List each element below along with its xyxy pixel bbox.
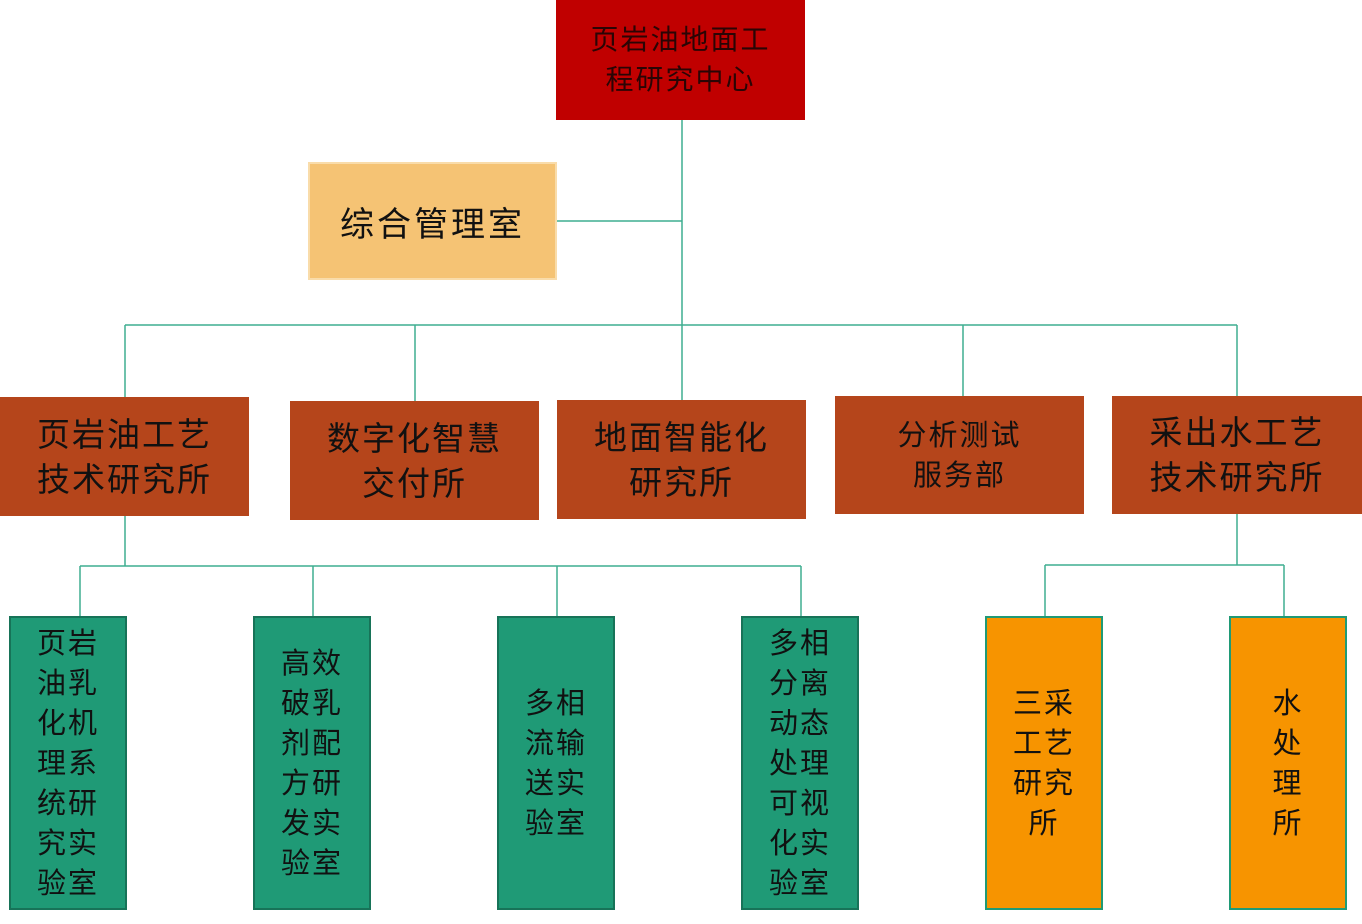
root-node: 页岩油地面工 程研究中心 [556, 0, 805, 120]
department-node: 采出水工艺 技术研究所 [1112, 396, 1362, 514]
department-node: 数字化智慧 交付所 [290, 401, 539, 520]
admin-office-node: 综合管理室 [308, 162, 557, 280]
lab-node: 多相 流输 送实 验室 [497, 616, 615, 910]
department-node: 页岩油工艺 技术研究所 [0, 397, 249, 516]
water-unit-node: 三采 工艺 研究 所 [985, 616, 1103, 910]
lab-node: 页岩 油乳 化机 理系 统研 究实 验室 [9, 616, 127, 910]
water-unit-node: 水 处 理 所 [1229, 616, 1347, 910]
department-node: 地面智能化 研究所 [557, 400, 806, 519]
lab-node: 多相 分离 动态 处理 可视 化实 验室 [741, 616, 859, 910]
department-node: 分析测试 服务部 [835, 396, 1084, 514]
lab-node: 高效 破乳 剂配 方研 发实 验室 [253, 616, 371, 910]
